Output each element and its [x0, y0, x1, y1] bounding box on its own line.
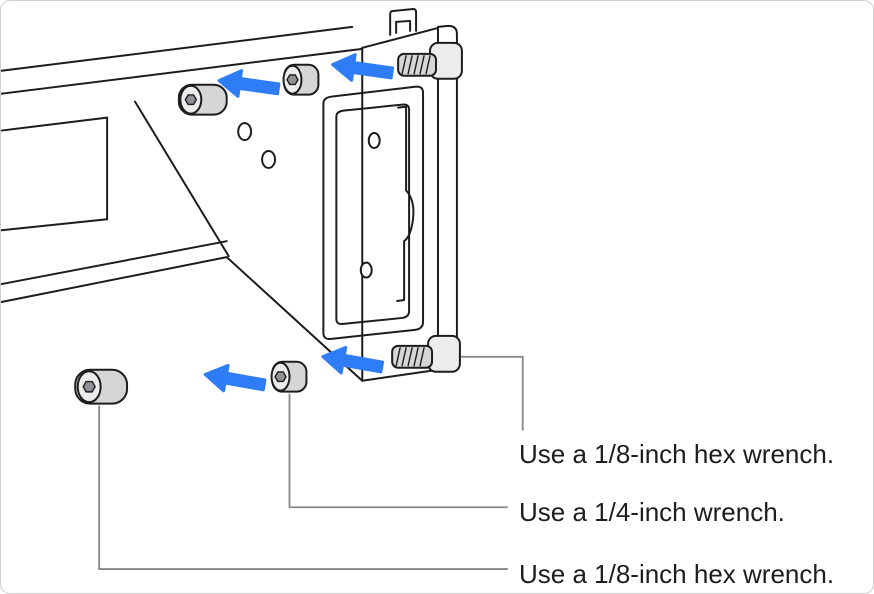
left-arrow-icon: [203, 363, 267, 393]
bracket-top-edge: [361, 26, 439, 49]
bracket-tab-notch: [395, 19, 412, 34]
rail-top-inner-edge: [1, 47, 364, 95]
latch: [396, 105, 415, 302]
screw-threads: [395, 347, 425, 367]
nut-bottom: [270, 360, 308, 393]
hex-socket: [82, 380, 96, 393]
hex-screw-bottom: [74, 368, 129, 405]
callout-line-bottom-hex-screw: [98, 405, 508, 570]
bottom-fastener-row: [74, 334, 461, 405]
threaded-screw-bottom: [391, 344, 434, 369]
bracket-hole: [367, 132, 381, 150]
rail: [1, 25, 364, 382]
mounting-bracket: [322, 7, 458, 382]
callout-label-bottom-hex-screw: Use a 1/8-inch hex wrench.: [519, 559, 835, 589]
slide-diagonal-edge: [134, 100, 230, 258]
left-arrow-icon: [321, 345, 385, 375]
inner-slide-top: [1, 116, 109, 132]
bracket-recess: [322, 85, 425, 340]
hex-socket: [184, 94, 198, 106]
inner-slide-bottom: [1, 218, 109, 232]
left-arrow-icon: [331, 53, 395, 82]
bracket-hole: [359, 261, 373, 279]
top-fastener-row: [177, 41, 463, 116]
hex-socket: [286, 74, 299, 86]
rail-hole: [261, 149, 277, 169]
rail-top-edge: [1, 25, 354, 72]
threaded-screw-top: [397, 52, 437, 77]
callout-label-top-screw: Use a 1/8-inch hex wrench.: [519, 439, 835, 469]
callout-label-bottom-nut: Use a 1/4-inch wrench.: [519, 497, 785, 527]
callout-line-top-screw: [460, 355, 524, 431]
rail-bottom-inner-edge: [1, 240, 228, 286]
screw-threads: [401, 55, 431, 75]
screw-shaft: [391, 344, 434, 369]
bracket-tab: [389, 7, 418, 36]
bracket-slot: [335, 103, 411, 326]
rail-bottom-edge: [1, 256, 228, 303]
rail-hole: [237, 122, 253, 142]
hex-socket: [274, 371, 287, 383]
bracket-bottom-edge: [361, 368, 439, 382]
hex-screw-top: [177, 83, 228, 116]
nut-top: [282, 63, 320, 96]
left-arrow-icon: [217, 69, 281, 98]
callout-lines: [98, 355, 524, 570]
callout-line-bottom-nut: [288, 393, 508, 509]
